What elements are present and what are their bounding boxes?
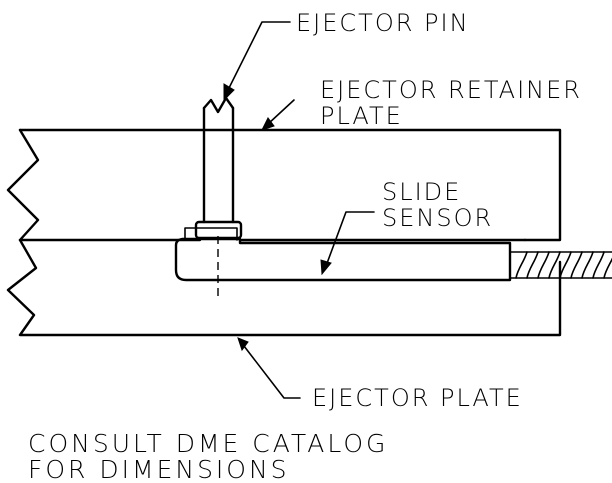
note-line2: FOR DIMENSIONS [28, 455, 290, 483]
ejector-retainer-plate-leader [261, 99, 295, 131]
cable-twist [548, 251, 561, 279]
slide-sensor [174, 237, 512, 282]
ejector-retainer-plate-label-line1: EJECTOR RETAINER [320, 76, 582, 104]
slide-sensor-label-line2: SENSOR [382, 204, 493, 232]
cable-twist [570, 251, 583, 279]
ejector-retainer-plate [6, 128, 562, 242]
pin-head-pocket [184, 227, 238, 241]
ejector-pin-leader [223, 21, 291, 102]
cable-twist [603, 257, 612, 279]
cable-twist [515, 251, 528, 279]
ejector-pin-head [194, 220, 243, 240]
note-line1: CONSULT DME CATALOG [28, 429, 388, 458]
cable-twist [537, 251, 550, 279]
cable-twist [526, 251, 539, 279]
cable-twist [581, 251, 594, 279]
ejector-plate-label: EJECTOR PLATE [312, 384, 523, 412]
ejector-plate-leader [237, 337, 301, 399]
ejector-retainer-plate-label-line2: PLATE [320, 102, 403, 130]
slide-sensor-label-line1: SLIDE [382, 178, 461, 206]
cable-twist [592, 251, 605, 279]
sensor-cable [509, 251, 612, 279]
ejector-pin [202, 96, 235, 224]
ejector-plate [6, 238, 562, 337]
cable-twist [559, 251, 572, 279]
ejector-pin-label: EJECTOR PIN [296, 9, 470, 37]
slide-sensor-leader [320, 211, 375, 276]
